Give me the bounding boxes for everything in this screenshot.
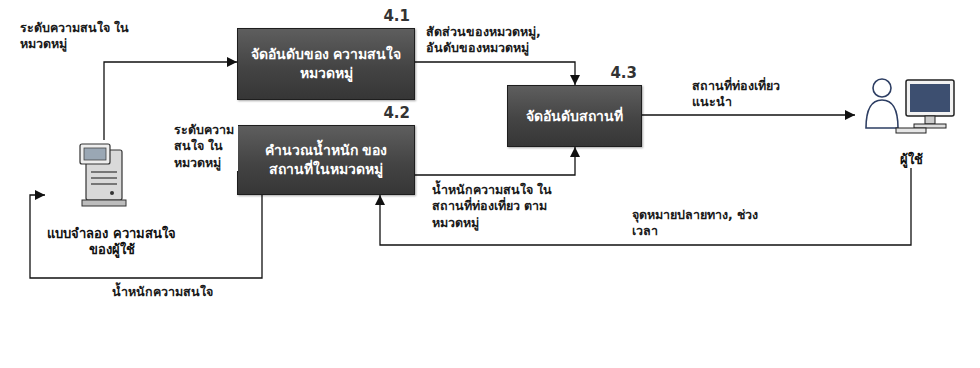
step-number: 4.2 <box>383 104 410 122</box>
process-box: 4.1จัดอันดับของ ความสนใจหมวดหมู่ <box>237 28 415 100</box>
flow-arrow <box>415 147 575 175</box>
flow-label: สัดส่วนของหมวดหมู่, อันดับของหมวดหมู่ <box>424 24 568 57</box>
process-label: คำนวณน้ำหนัก ของสถานที่ในหมวดหมู่ <box>248 141 404 179</box>
user-icon <box>866 79 954 133</box>
node-label: แบบจำลอง ความสนใจของผู้ใช้ <box>45 226 178 259</box>
step-number: 4.3 <box>610 64 637 82</box>
flow-arrow <box>380 168 911 245</box>
flow-label: จุดหมายปลายทาง, ช่วงเวลา <box>630 207 764 240</box>
flow-label: น้ำหนักความสนใจ ในสถานที่ท่องเที่ยว ตามห… <box>430 182 574 231</box>
flow-label: น้ำหนักความสนใจ <box>110 284 254 300</box>
flow-label: สถานที่ท่องเที่ยว แนะนำ <box>690 78 814 111</box>
server-icon <box>80 144 126 206</box>
node-label: ผู้ใช้ <box>900 152 923 168</box>
flow-arrow <box>415 62 575 85</box>
data-store: แบบจำลอง ความสนใจของผู้ใช้ <box>45 140 178 258</box>
process-box: 4.2คำนวณน้ำหนัก ของสถานที่ในหมวดหมู่ <box>237 125 415 195</box>
flow-label: ระดับความสนใจ ในหมวดหมู่ <box>172 122 238 171</box>
flow-arrow <box>30 195 262 278</box>
user-actor: ผู้ใช้ <box>855 68 967 168</box>
step-number: 4.1 <box>383 7 410 25</box>
process-label: จัดอันดับสถานที่ <box>526 107 623 126</box>
process-label: จัดอันดับของ ความสนใจหมวดหมู่ <box>248 45 404 83</box>
flow-arrow <box>642 114 855 115</box>
flow-label: ระดับความสนใจ ในหมวดหมู่ <box>18 20 142 53</box>
process-box: 4.3จัดอันดับสถานที่ <box>507 85 642 147</box>
